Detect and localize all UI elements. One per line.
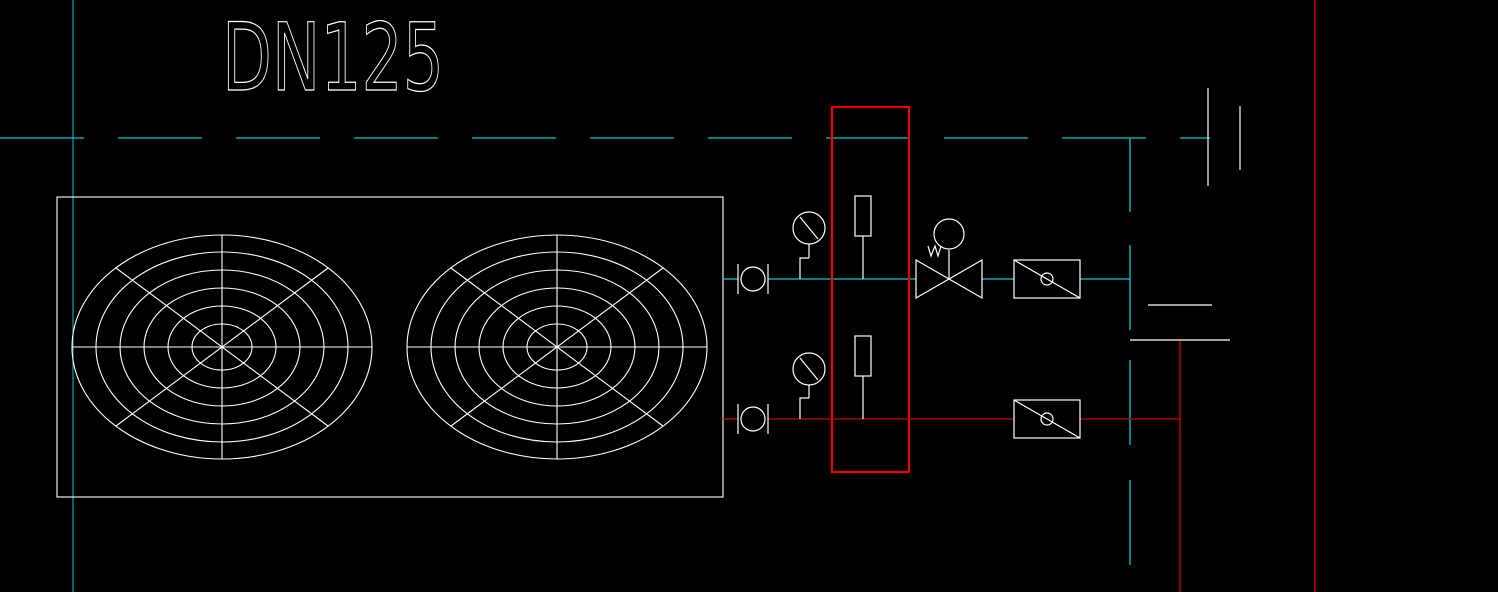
flexible-joint-icon bbox=[737, 264, 769, 294]
supply-pipe bbox=[723, 138, 1131, 565]
gate-valve-icon bbox=[1013, 259, 1081, 299]
fan-icon bbox=[71, 234, 373, 460]
gate-valve-icon bbox=[1013, 399, 1081, 439]
highlight-selection-box[interactable] bbox=[830, 105, 911, 474]
flexible-joint-icon bbox=[737, 404, 769, 434]
pressure-gauge-icon bbox=[792, 352, 826, 419]
twin-fan-unit-icon bbox=[56, 196, 724, 498]
thermometer-icon bbox=[854, 195, 872, 279]
thermometer-icon bbox=[854, 335, 872, 419]
return-pipe bbox=[723, 340, 1181, 592]
pipe-size-label: DN125 bbox=[222, 4, 444, 113]
motorized-valve-icon bbox=[915, 218, 983, 300]
pressure-gauge-icon bbox=[792, 211, 826, 279]
fan-icon bbox=[406, 234, 708, 460]
